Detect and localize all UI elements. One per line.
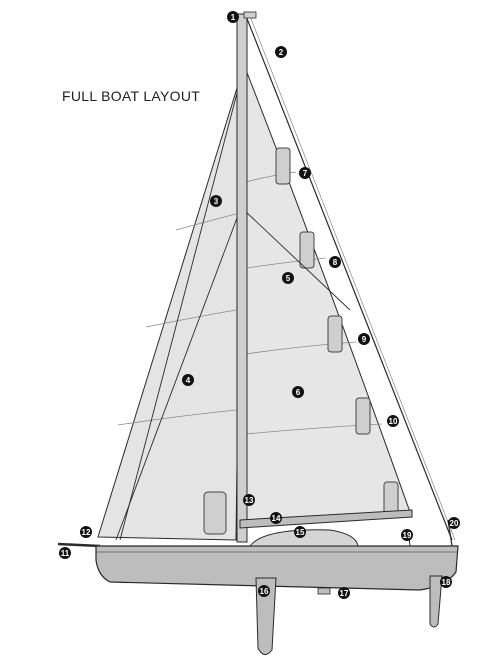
main-sail <box>243 69 411 523</box>
svg-text:19: 19 <box>403 531 412 540</box>
svg-text:14: 14 <box>272 514 281 523</box>
callouts: 1 2 3 4 5 6 7 8 9 10 11 12 13 14 15 16 1… <box>59 11 460 599</box>
svg-text:6: 6 <box>296 388 301 397</box>
callout-6: 6 <box>292 386 304 398</box>
svg-text:17: 17 <box>340 589 349 598</box>
callout-1: 1 <box>227 11 239 23</box>
hull <box>95 545 459 591</box>
svg-text:10: 10 <box>389 417 398 426</box>
jib-sail <box>97 71 243 541</box>
callout-8: 8 <box>329 256 341 268</box>
diagram-title: FULL BOAT LAYOUT <box>62 88 201 104</box>
callout-17: 17 <box>338 587 350 599</box>
svg-text:9: 9 <box>362 335 367 344</box>
callout-9: 9 <box>358 333 370 345</box>
callout-2: 2 <box>275 46 287 58</box>
svg-text:18: 18 <box>442 578 451 587</box>
svg-text:2: 2 <box>279 48 284 57</box>
callout-7: 7 <box>299 167 311 179</box>
jib-seams <box>117 213 237 426</box>
callout-15: 15 <box>294 526 306 538</box>
forestay <box>245 15 453 541</box>
svg-text:16: 16 <box>260 587 269 596</box>
svg-text:15: 15 <box>296 528 305 537</box>
callout-13: 13 <box>243 494 255 506</box>
svg-text:20: 20 <box>450 519 459 528</box>
cabin <box>248 529 359 547</box>
callout-4: 4 <box>182 374 194 386</box>
svg-text:1: 1 <box>231 13 236 22</box>
mast <box>236 13 248 543</box>
bowsprit <box>57 542 101 548</box>
boom <box>239 509 413 529</box>
callout-16: 16 <box>258 585 270 597</box>
svg-text:13: 13 <box>245 496 254 505</box>
rudder <box>429 575 443 628</box>
svg-text:12: 12 <box>82 528 91 537</box>
callout-10: 10 <box>387 415 399 427</box>
callout-19: 19 <box>401 529 413 541</box>
callout-14: 14 <box>270 512 282 524</box>
svg-text:8: 8 <box>333 258 338 267</box>
svg-text:11: 11 <box>61 549 70 558</box>
callout-18: 18 <box>440 576 452 588</box>
callout-11: 11 <box>59 547 71 559</box>
svg-text:3: 3 <box>214 197 219 206</box>
callout-20: 20 <box>448 517 460 529</box>
callout-3: 3 <box>210 195 222 207</box>
svg-text:5: 5 <box>286 274 291 283</box>
batten-pockets <box>203 147 399 535</box>
keel <box>255 577 277 655</box>
diamond-stay <box>115 209 241 541</box>
svg-text:4: 4 <box>186 376 191 385</box>
svg-text:7: 7 <box>303 169 308 178</box>
callout-5: 5 <box>282 272 294 284</box>
shroud <box>119 73 243 541</box>
callout-12: 12 <box>80 526 92 538</box>
spreader-stay <box>243 209 351 311</box>
stern-fitting <box>317 587 331 595</box>
